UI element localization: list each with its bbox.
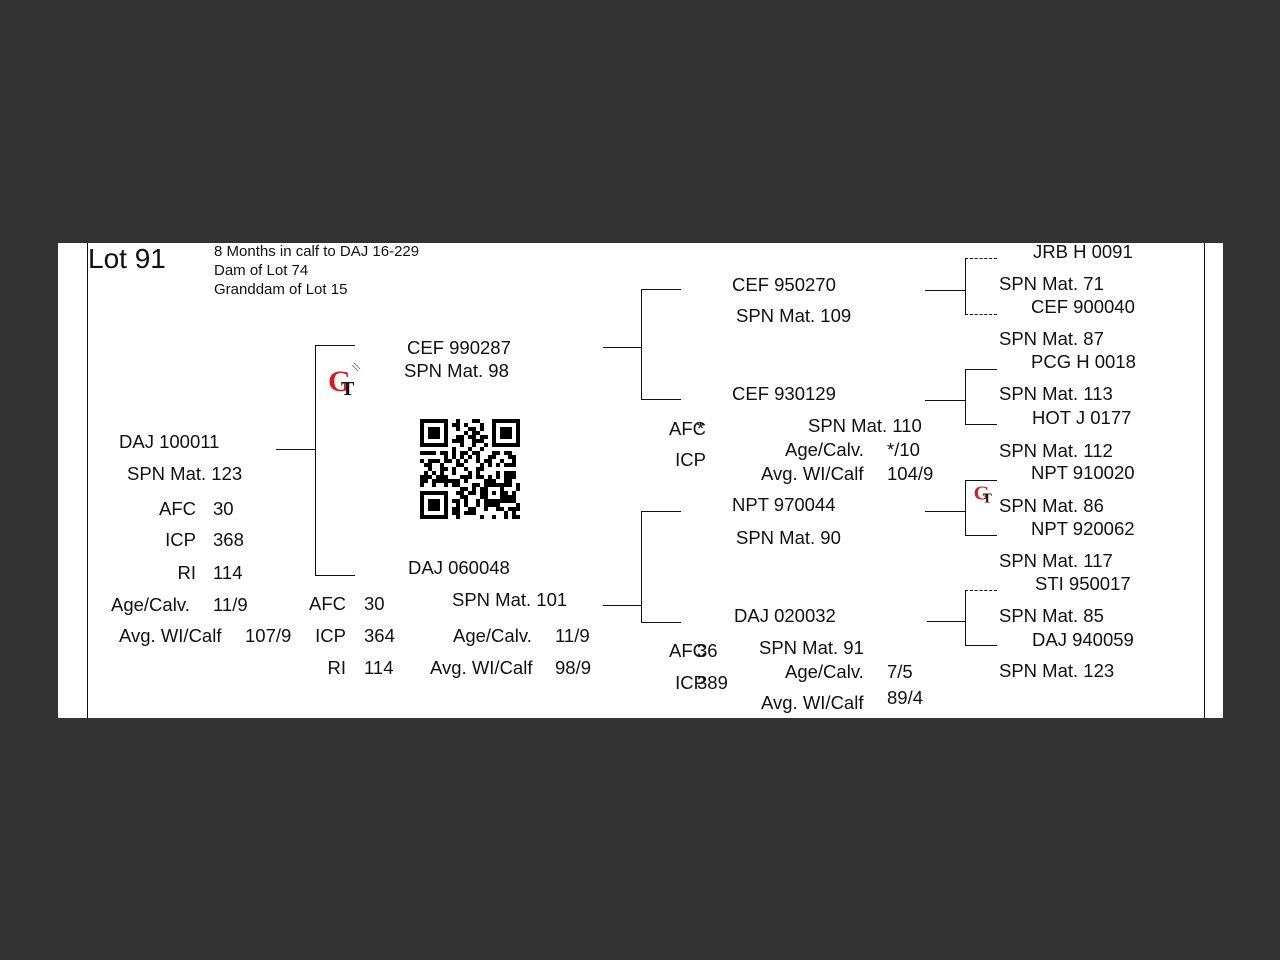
animal-ri: 114 bbox=[213, 562, 243, 583]
sire-dam-afc-label: AFC bbox=[669, 418, 706, 439]
gen4-1-spn: SPN Mat. 71 bbox=[999, 273, 1104, 294]
sire-spn: SPN Mat. 98 bbox=[404, 360, 509, 381]
sire-dam-wi: 104/9 bbox=[887, 463, 934, 484]
dam-ri-label: RI bbox=[327, 657, 347, 678]
dam-dam-wi: 89/4 bbox=[887, 687, 924, 708]
gen4-7-id: STI 950017 bbox=[1035, 573, 1131, 594]
gen4-3-spn: SPN Mat. 113 bbox=[999, 383, 1113, 404]
dam-spn: SPN Mat. 101 bbox=[452, 589, 568, 610]
dam-dam-icp-label: ICP bbox=[675, 672, 706, 693]
animal-age-label: Age/Calv. bbox=[111, 594, 190, 615]
note-granddam-of: Granddam of Lot 15 bbox=[214, 281, 348, 298]
animal-wi: 107/9 bbox=[245, 625, 292, 646]
gen4-2-id: CEF 900040 bbox=[1031, 296, 1135, 317]
sire-sire-id: CEF 950270 bbox=[732, 274, 836, 295]
animal-icp-label: ICP bbox=[165, 529, 196, 550]
gen4-8-id: DAJ 940059 bbox=[1032, 629, 1134, 650]
svg-text:T: T bbox=[983, 490, 992, 505]
svg-text:T: T bbox=[341, 378, 355, 399]
dam-sire-spn: SPN Mat. 90 bbox=[736, 527, 841, 548]
gen4-7-spn: SPN Mat. 85 bbox=[999, 605, 1104, 626]
dam-ri: 114 bbox=[364, 657, 394, 678]
dam-age-label: Age/Calv. bbox=[453, 625, 532, 646]
animal-spn: SPN Mat. 123 bbox=[127, 463, 243, 484]
svg-text:G: G bbox=[974, 483, 990, 505]
sire-dam-age-label: Age/Calv. bbox=[785, 439, 864, 460]
lot-title: Lot 91 bbox=[88, 243, 166, 274]
dam-sire-id: NPT 970044 bbox=[732, 494, 836, 515]
note-dam-of: Dam of Lot 74 bbox=[214, 262, 309, 279]
gen4-5-id: NPT 910020 bbox=[1031, 462, 1135, 483]
dam-wi-label: Avg. WI/Calf bbox=[430, 657, 533, 678]
qr-code bbox=[420, 419, 520, 519]
pedigree-sheet: Lot 91 8 Months in calf to DAJ 16-229 Da… bbox=[58, 243, 1223, 718]
dam-afc-label: AFC bbox=[309, 593, 346, 614]
animal-afc: 30 bbox=[213, 498, 234, 519]
gen4-6-spn: SPN Mat. 117 bbox=[999, 550, 1113, 571]
sire-id: CEF 990287 bbox=[407, 337, 511, 358]
sire-dam-age: */10 bbox=[887, 439, 920, 460]
animal-age: 11/9 bbox=[213, 594, 248, 615]
animal-afc-label: AFC bbox=[159, 498, 196, 519]
gen4-3-id: PCG H 0018 bbox=[1031, 351, 1136, 372]
sire-sire-spn: SPN Mat. 109 bbox=[736, 305, 852, 326]
gen4-8-spn: SPN Mat. 123 bbox=[999, 660, 1115, 681]
sire-dam-icp-label: ICP bbox=[675, 449, 706, 470]
gen4-5-spn: SPN Mat. 86 bbox=[999, 495, 1104, 516]
dam-icp: 364 bbox=[364, 625, 395, 646]
dam-icp-label: ICP bbox=[315, 625, 346, 646]
dam-wi: 98/9 bbox=[555, 657, 592, 678]
dam-dam-id: DAJ 020032 bbox=[734, 605, 836, 626]
dam-afc: 30 bbox=[364, 593, 385, 614]
dam-age: 11/9 bbox=[555, 625, 590, 646]
gen4-6-id: NPT 920062 bbox=[1031, 518, 1135, 539]
gen4-4-id: HOT J 0177 bbox=[1032, 407, 1132, 428]
svg-text:G: G bbox=[328, 365, 351, 398]
right-border bbox=[1204, 243, 1205, 718]
dam-dam-age-label: Age/Calv. bbox=[785, 661, 864, 682]
dam-id: DAJ 060048 bbox=[408, 557, 510, 578]
dam-dam-icp: 389 bbox=[697, 672, 728, 693]
dam-dam-afc-label: AFC bbox=[669, 640, 706, 661]
animal-wi-label: Avg. WI/Calf bbox=[119, 625, 222, 646]
sire-dam-spn: SPN Mat. 110 bbox=[808, 415, 922, 436]
dam-dam-wi-label: Avg. WI/Calf bbox=[761, 692, 864, 713]
note-in-calf: 8 Months in calf to DAJ 16-229 bbox=[214, 243, 420, 260]
gen4-4-spn: SPN Mat. 112 bbox=[999, 440, 1113, 461]
dam-dam-spn: SPN Mat. 91 bbox=[759, 637, 864, 658]
gen4-2-spn: SPN Mat. 87 bbox=[999, 328, 1104, 349]
gen4-1-id: JRB H 0091 bbox=[1033, 243, 1133, 262]
animal-icp: 368 bbox=[213, 529, 244, 550]
dam-dam-afc: 36 bbox=[697, 640, 718, 661]
animal-id: DAJ 100011 bbox=[119, 431, 220, 452]
gt-logo-small-icon: G T bbox=[974, 483, 992, 505]
gt-logo-icon: G T bbox=[328, 362, 361, 399]
sire-dam-id: CEF 930129 bbox=[732, 383, 836, 404]
dam-dam-age: 7/5 bbox=[887, 661, 913, 682]
animal-ri-label: RI bbox=[177, 562, 197, 583]
sire-dam-afc: * bbox=[697, 418, 705, 439]
left-border bbox=[87, 243, 88, 718]
sire-dam-wi-label: Avg. WI/Calf bbox=[761, 463, 864, 484]
